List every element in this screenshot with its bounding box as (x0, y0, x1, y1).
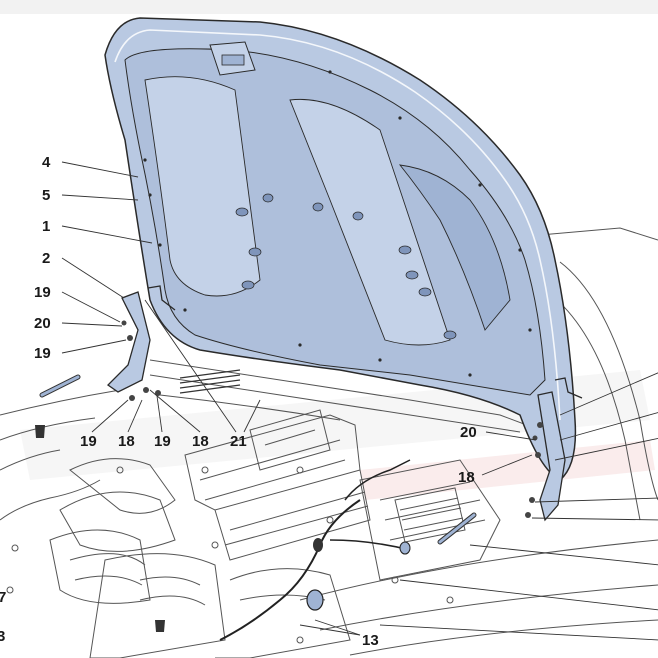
gas-strut-right (437, 512, 477, 545)
callout-19a: 19 (34, 284, 51, 301)
top-strip (0, 0, 658, 14)
release-cable (219, 499, 361, 641)
cable-grommet (306, 589, 324, 611)
hinge-right (525, 377, 583, 522)
callout-20b: 20 (460, 424, 477, 441)
callout-19b: 19 (34, 345, 51, 362)
callout-1: 1 (42, 218, 50, 235)
callout-2: 2 (42, 250, 50, 267)
hood-panel (104, 17, 577, 481)
gas-strut-left (39, 374, 81, 398)
callout-18a: 18 (118, 433, 135, 450)
callout-18b: 18 (192, 433, 209, 450)
callout-19c: 19 (80, 433, 97, 450)
callout-4: 4 (42, 154, 51, 171)
callout-5: 5 (42, 187, 50, 204)
callout-20a: 20 (34, 315, 51, 332)
callout-3: 3 (0, 628, 5, 645)
cowl-vent (179, 369, 241, 394)
callout-13: 13 (362, 632, 379, 649)
callout-7: 7 (0, 589, 6, 606)
engine-bay (0, 227, 658, 658)
callout-19d: 19 (154, 433, 171, 450)
callout-18c: 18 (458, 469, 475, 486)
callout-labels: 4 5 1 2 19 20 19 19 18 19 18 21 20 18 13… (0, 154, 477, 649)
leader-lines (61, 161, 658, 641)
hinge-left (106, 285, 176, 401)
callout-21: 21 (230, 433, 247, 450)
